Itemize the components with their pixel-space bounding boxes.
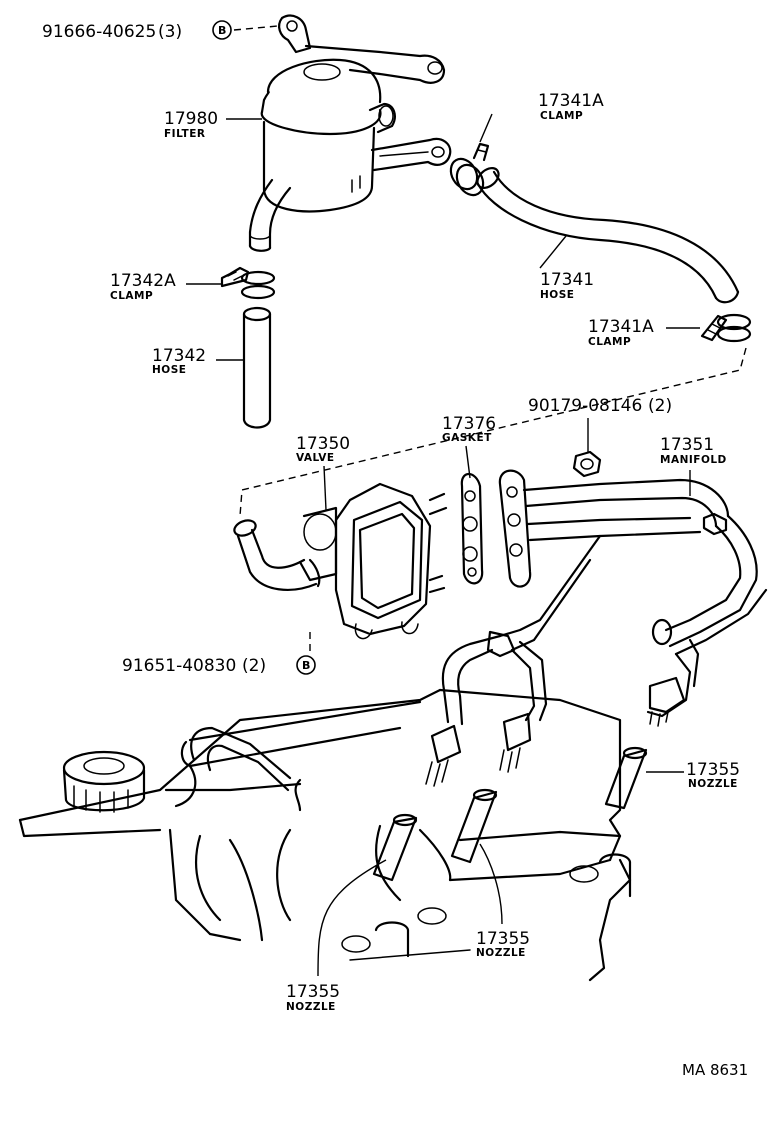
callout-hose-left: 17342 HOSE <box>152 346 206 376</box>
nozzle-mid-drawing <box>450 788 498 864</box>
nut-qty: (2) <box>648 396 672 416</box>
callout-hose-right: 17341 HOSE <box>540 270 594 301</box>
hose-right-part-number: 17341 <box>540 270 594 290</box>
callout-clamp-right: 17341A CLAMP <box>588 317 654 348</box>
hose-right-name: HOSE <box>540 289 574 301</box>
badge-b-bottom <box>296 655 316 675</box>
callout-nozzle-mid: 17355 NOZZLE <box>476 929 530 959</box>
clamp-right-part-number: 17341A <box>588 317 654 337</box>
valve-drawing <box>233 482 448 640</box>
bolt-top-part-number: 91666-40625 <box>42 22 156 42</box>
hose-left-part-number: 17342 <box>152 346 206 366</box>
callout-nozzle-right: 17355 NOZZLE <box>686 760 740 790</box>
callout-clamp-left: 17342A CLAMP <box>110 271 176 302</box>
callout-bolt-bottom: 91651-40830 (2) <box>122 656 266 676</box>
bolt-top-qty: (3) <box>158 22 182 42</box>
valve-part-number: 17350 <box>296 434 350 454</box>
nozzle-mid-part-number: 17355 <box>476 929 530 949</box>
callout-manifold: 17351 MANIFOLD <box>660 435 727 466</box>
hose-left-name: HOSE <box>152 364 186 376</box>
bolt-bottom-qty: (2) <box>242 656 266 676</box>
clamp-upper-part-number: 17341A <box>538 91 604 111</box>
callout-bolt-top: 91666-40625 (3) <box>42 22 182 42</box>
clamp-left-drawing <box>220 266 276 300</box>
engine-drawing <box>18 688 632 982</box>
clamp-right-drawing <box>700 313 752 343</box>
badge-b-top <box>212 20 232 40</box>
callout-nut: 90179-08146 (2) <box>528 396 672 416</box>
manifold-drawing <box>425 469 768 787</box>
figure-reference: MA 8631 <box>682 1061 748 1079</box>
clamp-left-name: CLAMP <box>110 290 153 302</box>
callout-gasket: 17376 GASKET <box>442 414 496 444</box>
clamp-right-name: CLAMP <box>588 336 631 348</box>
gasket-name: GASKET <box>442 432 492 444</box>
nut-part-number: 90179-08146 <box>528 396 642 416</box>
alignment-lines <box>233 25 747 656</box>
nozzle-mid-name: NOZZLE <box>476 947 526 959</box>
nozzle-left-name: NOZZLE <box>286 1001 336 1013</box>
filter-name: FILTER <box>164 128 205 140</box>
leader-lines <box>186 113 700 977</box>
gasket-part-number: 17376 <box>442 414 496 434</box>
filter-part-number: 17980 <box>164 109 218 129</box>
badge-b-bottom-label: B <box>302 659 310 672</box>
hose-left-drawing <box>242 306 272 429</box>
nozzle-right-drawing <box>604 746 648 810</box>
filter-drawing <box>248 14 452 252</box>
callout-clamp-upper: 17341A CLAMP <box>538 91 604 122</box>
callout-filter: 17980 FILTER <box>164 109 218 140</box>
clamp-left-part-number: 17342A <box>110 271 176 291</box>
nozzle-right-name: NOZZLE <box>688 778 738 790</box>
manifold-part-number: 17351 <box>660 435 714 455</box>
nozzle-right-part-number: 17355 <box>686 760 740 780</box>
bolt-bottom-part-number: 91651-40830 <box>122 656 236 676</box>
badge-b-top-label: B <box>218 24 226 37</box>
valve-name: VALVE <box>296 452 335 464</box>
nozzle-left-drawing <box>372 813 418 882</box>
hose-right-drawing <box>476 167 740 304</box>
nut-drawing <box>572 450 602 478</box>
manifold-name: MANIFOLD <box>660 454 727 466</box>
callout-nozzle-left: 17355 NOZZLE <box>286 982 340 1013</box>
callout-valve: 17350 VALVE <box>296 434 350 464</box>
gasket-drawing <box>460 472 484 585</box>
clamp-upper-name: CLAMP <box>540 110 583 122</box>
nozzle-left-part-number: 17355 <box>286 982 340 1002</box>
